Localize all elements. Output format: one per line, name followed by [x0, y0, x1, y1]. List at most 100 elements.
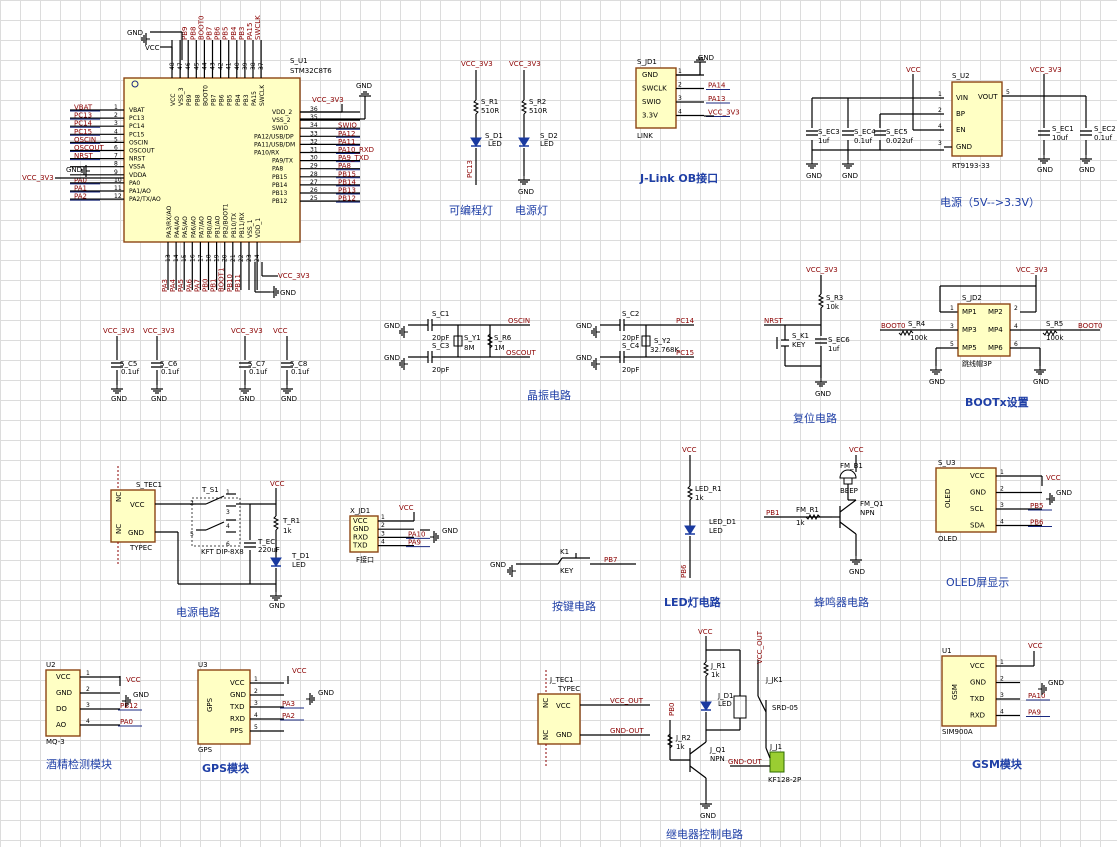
mcu-pin-num: 25 — [310, 195, 318, 202]
connector-pin-num: 2 — [1000, 486, 1004, 493]
pwr-d-val: LED — [292, 561, 306, 569]
caption-led: LED灯电路 — [664, 595, 722, 609]
reset-block: VCC_3V3 S_R3 10k NRST S_K1 KEY S_EC6 1uf… — [764, 266, 850, 398]
mcu-pin-name: OSCIN — [129, 139, 148, 146]
reg-pin-name: GND — [956, 143, 972, 151]
led-r-val: 1k — [695, 494, 704, 502]
mcu-net-label: BOOT0 — [197, 16, 205, 40]
mcu-net-label: PB3 — [238, 27, 246, 40]
connector-pin-num: 2 — [678, 82, 682, 89]
buzzer-q-val: NPN — [860, 509, 875, 517]
mcu-vdd1-label: VCC_3V3 — [278, 272, 310, 280]
mcu-pin-num: 38 — [250, 62, 257, 70]
pwr-r-ref: T_R1 — [282, 517, 300, 525]
caption-jlink: J-Link OB接口 — [639, 171, 718, 185]
decoupling-rail: VCC_3V3 — [103, 327, 135, 335]
rtc-c2-val: 20pF — [622, 334, 639, 342]
connector-pin-num: 4 — [254, 712, 258, 719]
reg-cap-val: 10uf — [1052, 134, 1068, 142]
pwr-sw-ref: T_S1 — [201, 486, 219, 494]
buzzer-net: PB1 — [766, 509, 779, 517]
prog-led-rref: S_R1 — [481, 98, 498, 106]
mcu-pin-num: 21 — [230, 254, 237, 262]
pwr-tec-vcc: VCC — [130, 501, 145, 509]
decoupling-rail: VCC_3V3 — [231, 327, 263, 335]
reset-r-ref: S_R3 — [826, 294, 843, 302]
mcu-pin-name: PA7/AO — [198, 216, 205, 238]
relay-tec-gnd: GND — [556, 731, 572, 739]
mcu-part: STM32C8T6 — [290, 67, 332, 75]
mcu-net-label: PA5 — [177, 279, 185, 292]
connector-pin-num: 1 — [254, 676, 258, 683]
connector-net-label: PA10 — [1028, 692, 1045, 700]
mcu-pin-num: 3 — [114, 120, 118, 127]
connector-pin-name: SWCLK — [642, 85, 667, 93]
mcu-net-label: PB0 — [202, 279, 210, 292]
caption-oled: OLED屏显示 — [946, 576, 1009, 589]
reg-cap-val: 0.1uf — [854, 137, 873, 145]
mcu-net-label: SWCLK — [254, 15, 262, 40]
mcu-pin-num: 30 — [310, 155, 318, 162]
boot-r5-val: 100k — [1046, 334, 1064, 342]
mcu-vdda-label: VCC_3V3 — [22, 174, 54, 182]
mcu-pin-name: PB10/TX — [231, 213, 238, 238]
relay-tec-nc2: NC — [542, 730, 550, 740]
mcu-pin-name: VDD_1 — [255, 218, 262, 238]
connector-net-label: PB12 — [120, 702, 138, 710]
connector-pin-num: 4 — [381, 539, 385, 546]
relay-r2-ref: J_R2 — [675, 734, 691, 742]
decoupling-rail: VCC — [273, 327, 288, 335]
connector-pin-num: 3 — [1000, 502, 1004, 509]
connector-pin-num: 1 — [1000, 659, 1004, 666]
rtc-c4-val: 20pF — [622, 366, 639, 374]
reset-c-ref: S_EC6 — [828, 336, 850, 344]
oled-ref: S_U3 — [938, 459, 956, 467]
pwr-led-rref: S_R2 — [529, 98, 546, 106]
reg-pin-name: EN — [956, 126, 966, 134]
mcu-pin-name: PB11/RX — [239, 212, 246, 238]
mcu-pin-name: PC14 — [129, 123, 145, 130]
gps-part: GPS — [198, 746, 213, 754]
connector-pin-num: 5 — [254, 724, 258, 731]
connector-pin-num: 3 — [254, 700, 258, 707]
reg-pin-num: 1 — [938, 91, 942, 98]
decoupling-caps: VCC_3V3S_C50.1ufGNDVCC_3V3S_C60.1ufGNDVC… — [103, 327, 310, 403]
mcu-vssa-gnd: GND — [66, 166, 82, 174]
connector-pin-name: SCL — [970, 505, 983, 513]
mcu-pin-name: SWIO — [272, 125, 289, 132]
reg-pin-num: 2 — [938, 107, 942, 114]
connector-pin-name: AO — [56, 721, 67, 729]
oled-gnd: GND — [1056, 489, 1072, 497]
mcu-vdd2-label: VCC_3V3 — [312, 96, 344, 104]
caption-power-led: 电源灯 — [515, 203, 548, 217]
reset-k-val: KEY — [792, 341, 806, 349]
mcu-pin-name: PB1/AO — [215, 215, 222, 238]
relay-tec-net-gnd: GND-OUT — [610, 727, 644, 735]
switch-pin-num: 3 — [226, 509, 230, 516]
mcu-pin-name: PA6/AO — [190, 216, 197, 238]
rtc-c2-ref: S_C2 — [622, 310, 639, 318]
buzzer-b-val: BEEP — [840, 487, 858, 495]
boot-pin-num: 3 — [950, 323, 954, 330]
caption-gps: GPS模块 — [202, 761, 250, 775]
mcu-pin-num: 36 — [310, 106, 318, 113]
caption-gsm: GSM模块 — [972, 757, 1023, 771]
uart-gnd: GND — [442, 527, 458, 535]
mcu-pin-name: PA1/AO — [129, 188, 151, 195]
mcu-pin-name: SWCLK — [259, 84, 266, 106]
connector-pin-name: RXD — [353, 533, 368, 541]
led-d-val: LED — [709, 527, 723, 535]
connector-pin-name: RXD — [970, 712, 985, 720]
gps-body: GPS — [206, 697, 214, 712]
caption-crystal: 晶振电路 — [527, 388, 571, 402]
decoupling-gnd: GND — [281, 395, 297, 403]
led-d-ref: LED_D1 — [709, 518, 736, 526]
jlink-gnd: GND — [698, 54, 714, 62]
mcu-pin-num: 43 — [210, 62, 217, 70]
crystal-main-block: GND GND S_C1 20pF S_C3 20pF S_Y1 8M S_R6… — [384, 310, 536, 374]
boot-gnd-2: GND — [1033, 378, 1049, 386]
